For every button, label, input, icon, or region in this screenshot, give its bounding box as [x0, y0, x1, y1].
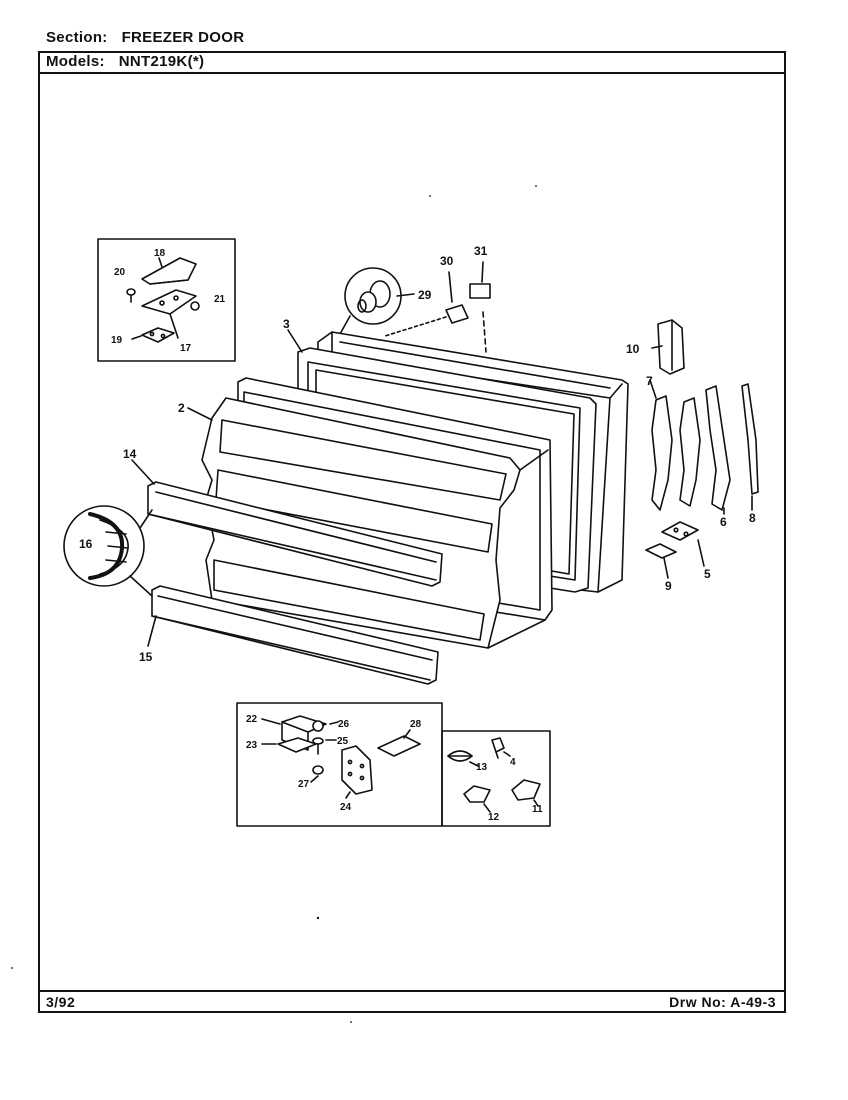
section-value: FREEZER DOOR: [121, 29, 245, 46]
part-5-hinge-bracket: [661, 521, 699, 541]
callout-9: 9: [665, 579, 672, 593]
callout-22: 22: [246, 714, 258, 725]
part-9-handle-bracket: [679, 397, 701, 507]
callout-10: 10: [626, 342, 640, 356]
callout-8: 8: [749, 511, 756, 525]
part-16-retainer: [88, 512, 129, 580]
inset-box-hinge-top: [97, 238, 236, 362]
scan-speck: [350, 1021, 352, 1023]
callout-25: 25: [337, 736, 349, 747]
part-25-pin: [312, 737, 324, 755]
scan-speck: [316, 916, 320, 920]
part-19-hinge-shim: [141, 327, 175, 343]
callout-29: 29: [418, 288, 432, 302]
callout-23: 23: [246, 740, 258, 751]
drawing-number: Drw No: A-49-3: [669, 994, 776, 1010]
callout-18: 18: [154, 248, 166, 259]
part-17-hinge-plate: [141, 289, 197, 315]
callout-16: 16: [79, 537, 93, 551]
footer-rule: [38, 990, 786, 992]
footer-date: 3/92: [46, 994, 76, 1010]
callout-13: 13: [476, 762, 488, 773]
scan-speck: [535, 185, 537, 187]
frame-header-rule: [38, 72, 786, 74]
callout-15: 15: [139, 650, 153, 664]
part-12-clip: [463, 785, 491, 803]
part-14-shelf-bar: [147, 481, 443, 587]
section-label: Section:: [46, 29, 108, 46]
part-27-bushing: [312, 765, 324, 775]
callout-26: 26: [338, 719, 350, 730]
callout-30: 30: [440, 254, 454, 268]
part-9-hinge-pad: [645, 543, 677, 559]
part-26-washer: [312, 720, 324, 732]
part-24-hinge-plate: [341, 745, 373, 795]
callout-14: 14: [123, 447, 137, 461]
scan-speck: [429, 195, 431, 197]
callout-5: 5: [704, 567, 711, 581]
callout-21: 21: [214, 294, 226, 305]
part-31-label: [469, 283, 491, 299]
models-value: NNT219K(*): [118, 53, 205, 70]
models-header: Models: NNT219K(*): [46, 53, 204, 70]
part-28-bracket: [377, 735, 421, 757]
callout-20: 20: [114, 267, 126, 278]
callout-24: 24: [340, 802, 352, 813]
models-label: Models:: [46, 53, 105, 70]
part-18-hinge-cover: [141, 257, 197, 285]
part-16-detail-circle: [63, 505, 145, 587]
part-2-door-liner: [201, 377, 553, 649]
callout-4: 4: [510, 757, 516, 768]
part-20-screw: [126, 288, 136, 303]
part-30-clip: [445, 304, 469, 324]
callout-12: 12: [488, 812, 500, 823]
part-15-shelf-bar: [151, 585, 439, 685]
inset-box-fasteners: [441, 730, 551, 827]
callout-6: 6: [720, 515, 727, 529]
part-21-washer: [190, 301, 200, 311]
callout-19: 19: [111, 335, 123, 346]
drawing-frame: [38, 51, 786, 1013]
callout-3: 3: [283, 317, 290, 331]
part-29-plug: [357, 280, 391, 313]
callout-28: 28: [410, 719, 422, 730]
part-13-cap: [447, 750, 473, 762]
part-8-handle-insert: [741, 383, 759, 495]
callout-11: 11: [532, 804, 543, 815]
callout-31: 31: [474, 244, 488, 258]
part-11-clip: [511, 779, 541, 801]
part-6-handle: [705, 385, 731, 511]
callout-27: 27: [298, 779, 310, 790]
part-7-handle-trim: [651, 395, 673, 511]
section-header: Section: FREEZER DOOR: [46, 29, 244, 46]
part-4-plug: [491, 737, 505, 759]
callout-7: 7: [646, 374, 653, 388]
scan-speck: [11, 967, 13, 969]
callout-2: 2: [178, 401, 185, 415]
part-10-handle-cap: [657, 319, 685, 375]
callout-17: 17: [180, 343, 192, 354]
